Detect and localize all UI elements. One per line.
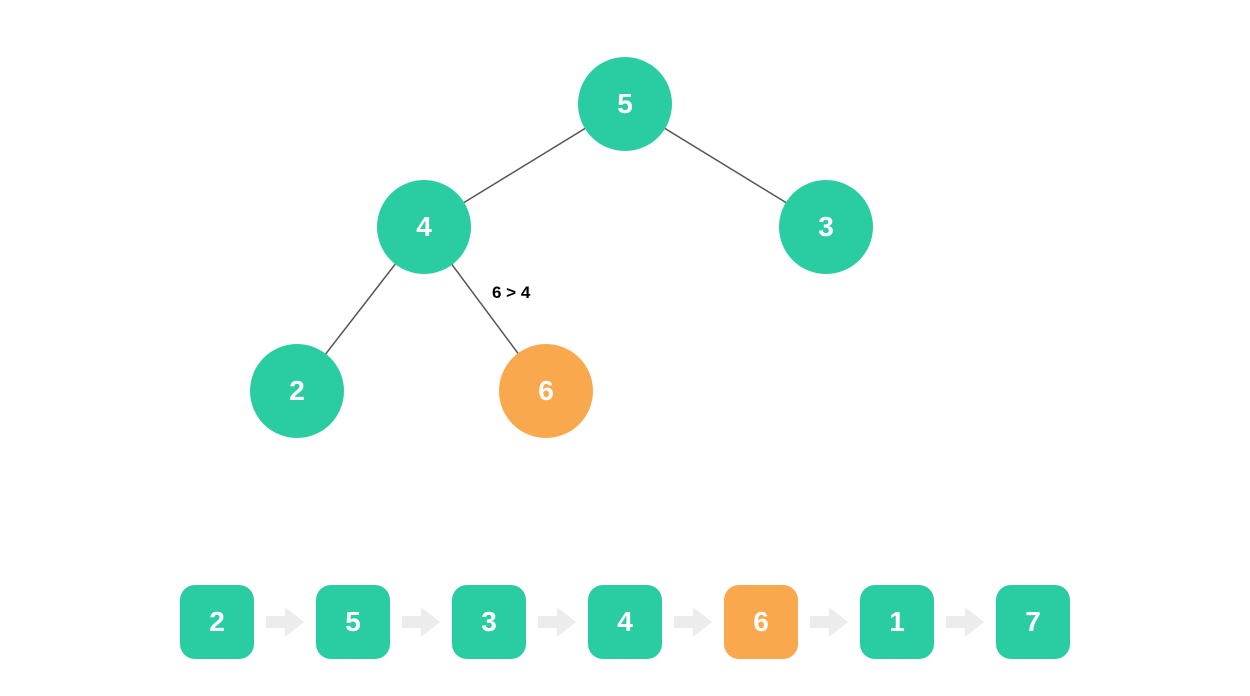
arrow-right-icon [934,585,996,659]
sequence-item-3: 3 [452,585,526,659]
sequence-item-value: 4 [617,606,633,637]
arrow-right-icon [390,585,452,659]
tree-node-value: 2 [289,375,305,406]
sequence-item-4: 4 [588,585,662,659]
tree-node-value: 6 [538,375,554,406]
tree-node-2: 2 [250,344,344,438]
sequence-item-2: 2 [180,585,254,659]
tree-node-3: 3 [779,180,873,274]
sequence-item-value: 1 [889,606,905,637]
sequence-item-value: 3 [481,606,497,637]
sequence-item-value: 6 [753,606,769,637]
tree-node-4: 4 [377,180,471,274]
tree-node-6-highlighted: 6 [499,344,593,438]
sequence-item-value: 5 [345,606,361,637]
tree-node-value: 5 [617,88,633,119]
tree-node-value: 4 [416,211,432,242]
sequence-item-1: 1 [860,585,934,659]
arrow-right-icon [526,585,588,659]
arrow-right-icon [662,585,724,659]
tree-node-value: 3 [818,211,834,242]
tree-node-root-5: 5 [578,57,672,151]
arrow-right-icon [254,585,316,659]
insertion-sequence: 2 5 3 4 [180,585,1070,659]
arrow-right-icon [798,585,860,659]
sequence-item-6-highlighted: 6 [724,585,798,659]
sequence-item-7: 7 [996,585,1070,659]
sequence-item-value: 7 [1025,606,1041,637]
comparison-label: 6 > 4 [492,283,531,302]
sequence-item-value: 2 [209,606,225,637]
sequence-item-5: 5 [316,585,390,659]
